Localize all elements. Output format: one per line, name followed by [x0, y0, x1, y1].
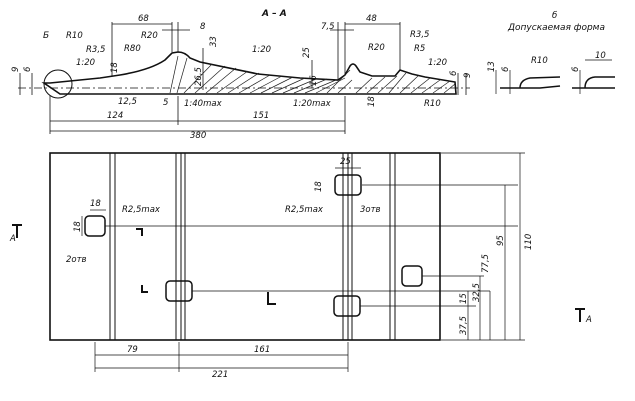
dim-slope-left: 1:20 [76, 58, 95, 68]
variant-number: б [552, 11, 557, 21]
dim-16: 16 [309, 75, 319, 86]
hole-left [84, 215, 106, 237]
dim-slope-right: 1:20 [428, 58, 447, 68]
dim-79: 79 [127, 345, 138, 355]
dim-48: 48 [366, 14, 377, 24]
hole-far-right [401, 265, 423, 287]
dim-6-right: 6 [449, 70, 459, 76]
dim-slope-1-40: 1:40max [184, 99, 223, 109]
hole-top-right [334, 174, 362, 196]
dim-37-5: 37,5 [459, 316, 469, 335]
variant-title: Допускаемая форма [507, 23, 605, 33]
holes-3: 3отв [360, 205, 381, 215]
dim-6-a: 6 [501, 66, 511, 72]
variant-detail: б Допускаемая форма 13 6 R10 6 10 [487, 11, 615, 94]
dim-7-5: 7,5 [321, 22, 335, 32]
dim-32-5: 32,5 [472, 283, 482, 302]
dim-77-5: 77,5 [481, 254, 491, 273]
holes-2: 2отв [66, 255, 87, 265]
dim-r2-5-left: R2,5max [122, 205, 161, 215]
dim-r10-variant: R10 [531, 56, 548, 66]
section-profile: А – А Б 68 8 7,5 48 R10 R3,5 1:20 R80 R2… [11, 9, 473, 141]
dim-33: 33 [209, 36, 219, 47]
dim-13: 13 [487, 61, 497, 72]
dim-68: 68 [138, 14, 149, 24]
dim-hole-18: 18 [90, 199, 101, 209]
dim-95: 95 [496, 235, 506, 246]
dim-10: 10 [595, 51, 606, 61]
dim-161: 161 [254, 345, 270, 355]
section-mark-right: А [585, 315, 592, 325]
dim-124: 124 [107, 111, 123, 121]
dim-151: 151 [253, 111, 269, 121]
hole-mid-left [165, 280, 193, 302]
detail-mark: Б [43, 31, 49, 41]
hatching [169, 55, 456, 94]
dim-15: 15 [459, 293, 469, 304]
dim-221: 221 [212, 370, 228, 380]
dim-25: 25 [302, 47, 312, 58]
dim-380: 380 [190, 131, 206, 141]
dim-110: 110 [524, 234, 534, 250]
dim-26-5: 26,5 [194, 67, 204, 86]
dim-12-5: 12,5 [118, 97, 137, 107]
dim-r5: R5 [414, 44, 425, 54]
dim-9-right: 9 [463, 73, 473, 78]
dim-9-left: 9 [11, 67, 21, 72]
dim-5: 5 [163, 98, 168, 108]
section-mark-left: А [9, 234, 16, 244]
dim-r20-left: R20 [141, 31, 158, 41]
dim-r80: R80 [124, 44, 141, 54]
detail-circle [43, 69, 73, 99]
dim-18-top: 18 [314, 181, 324, 192]
dim-25-plan: 25 [340, 157, 351, 167]
hole-mid-right [333, 295, 361, 317]
plan-view: А А 18 18 R2,5max 2отв 25 18 R2,5max 3от… [9, 152, 592, 380]
dim-6-left: 6 [23, 66, 33, 72]
dim-r3-5-left: R3,5 [86, 45, 105, 55]
dim-r2-5-right: R2,5max [285, 205, 324, 215]
section-title: А – А [261, 9, 287, 19]
dim-slope-20max: 1:20max [293, 99, 332, 109]
dim-8: 8 [200, 22, 206, 32]
dim-r20-right: R20 [368, 43, 385, 53]
dim-r10-right: R10 [424, 99, 441, 109]
dim-hole-18-v: 18 [73, 221, 83, 232]
dim-18-left: 18 [110, 62, 120, 73]
dim-slope-mid: 1:20 [252, 45, 271, 55]
dim-r10-left: R10 [66, 31, 83, 41]
dim-18-right: 18 [367, 96, 377, 107]
dim-r3-5-right: R3,5 [410, 30, 429, 40]
dim-6-b: 6 [571, 66, 581, 72]
profile-outline [41, 51, 457, 95]
plate-outline [49, 152, 441, 341]
